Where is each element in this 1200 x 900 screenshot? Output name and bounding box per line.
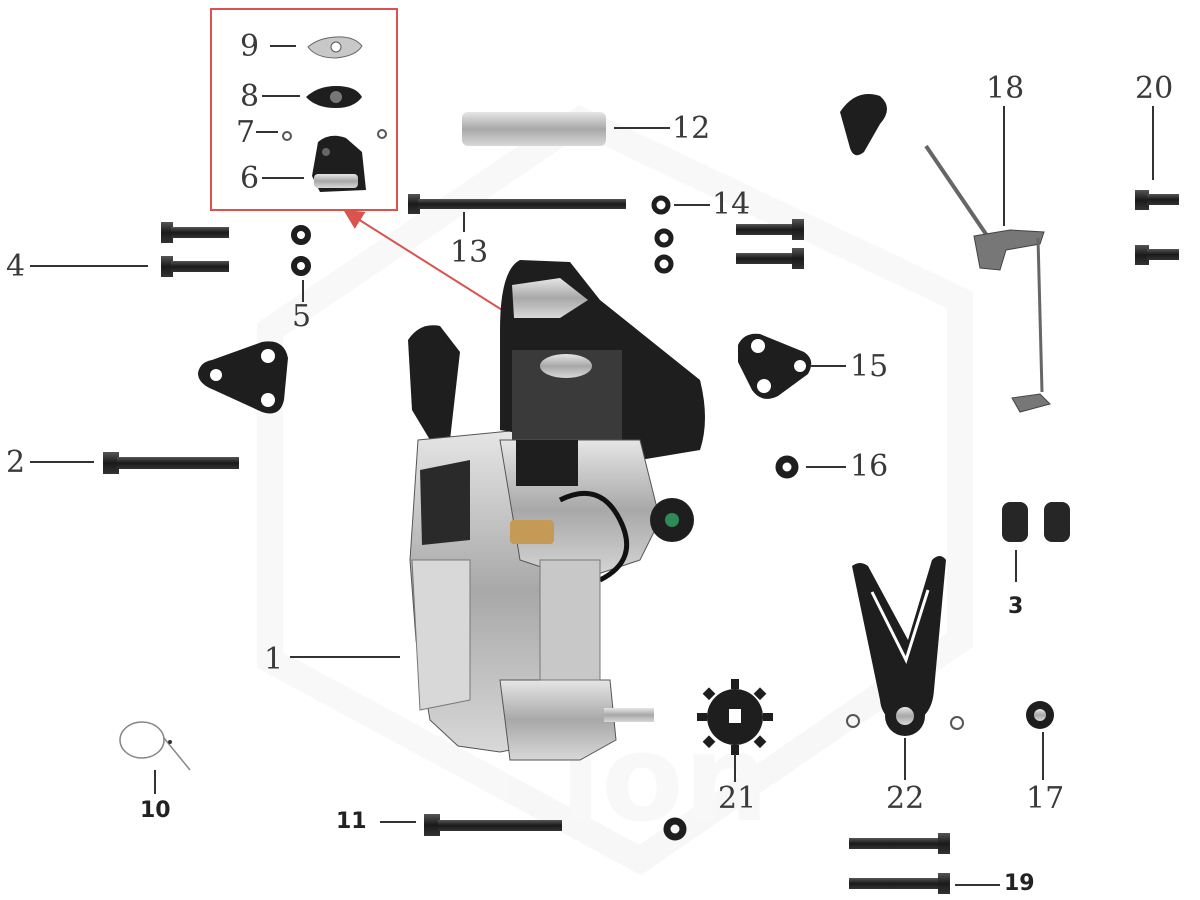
- part-6-intake-manifold: [312, 135, 366, 192]
- label-part-9: 9: [240, 29, 260, 64]
- label-part-19: 19: [1004, 871, 1035, 896]
- label-part-18: 18: [986, 71, 1025, 106]
- label-part-13: 13: [450, 235, 489, 270]
- label-part-2: 2: [6, 445, 26, 480]
- part-7-washer-right: [377, 129, 387, 139]
- label-part-3: 3: [1008, 594, 1024, 619]
- part-17-bushing: [1026, 701, 1054, 729]
- leader-lines: [30, 45, 1154, 886]
- label-part-21: 21: [718, 781, 757, 816]
- label-part-7: 7: [236, 115, 256, 150]
- part-19-bolts: [849, 833, 950, 894]
- part-3-rubber-bushings: [1002, 502, 1070, 542]
- part-15-mount-plate: [738, 333, 812, 399]
- label-part-10: 10: [140, 798, 171, 823]
- engine-mount-plate-left: [198, 341, 288, 414]
- part-13-long-bolt: [408, 194, 626, 214]
- part-11-bolt: [424, 814, 562, 836]
- part-16-nut: [775, 455, 799, 479]
- label-part-22: 22: [886, 781, 925, 816]
- part-8-insulator: [306, 86, 362, 108]
- part-20-bolts: [1135, 190, 1179, 265]
- label-part-8: 8: [240, 79, 260, 114]
- part-5-nuts: [291, 225, 311, 276]
- part-22-hanger-bracket: [846, 556, 964, 736]
- label-part-4: 4: [6, 249, 26, 284]
- label-part-12: 12: [672, 111, 711, 146]
- part-4-bolts: [161, 222, 229, 277]
- label-part-11: 11: [336, 809, 367, 834]
- part-11-nut: [663, 817, 687, 841]
- callout-box: [210, 8, 398, 211]
- part-9-gasket: [307, 36, 363, 59]
- label-part-14: 14: [712, 187, 751, 222]
- part-14-nuts: [651, 195, 674, 274]
- part-21-sprocket: [697, 679, 773, 755]
- label-part-17: 17: [1026, 781, 1065, 816]
- mount-bolts-right: [736, 219, 804, 269]
- label-part-15: 15: [850, 349, 889, 384]
- label-part-1: 1: [264, 642, 284, 677]
- part-2-long-bolt: [103, 452, 239, 474]
- part-1-engine: [408, 260, 705, 761]
- part-10-cable-tie: [119, 721, 191, 771]
- label-part-5: 5: [292, 299, 312, 334]
- part-7-washer-left: [282, 131, 292, 141]
- label-part-20: 20: [1135, 71, 1174, 106]
- label-part-6: 6: [240, 161, 260, 196]
- label-part-16: 16: [850, 449, 889, 484]
- part-18-shift-linkage: [840, 94, 1051, 413]
- part-12-spacer-tube: [462, 112, 606, 146]
